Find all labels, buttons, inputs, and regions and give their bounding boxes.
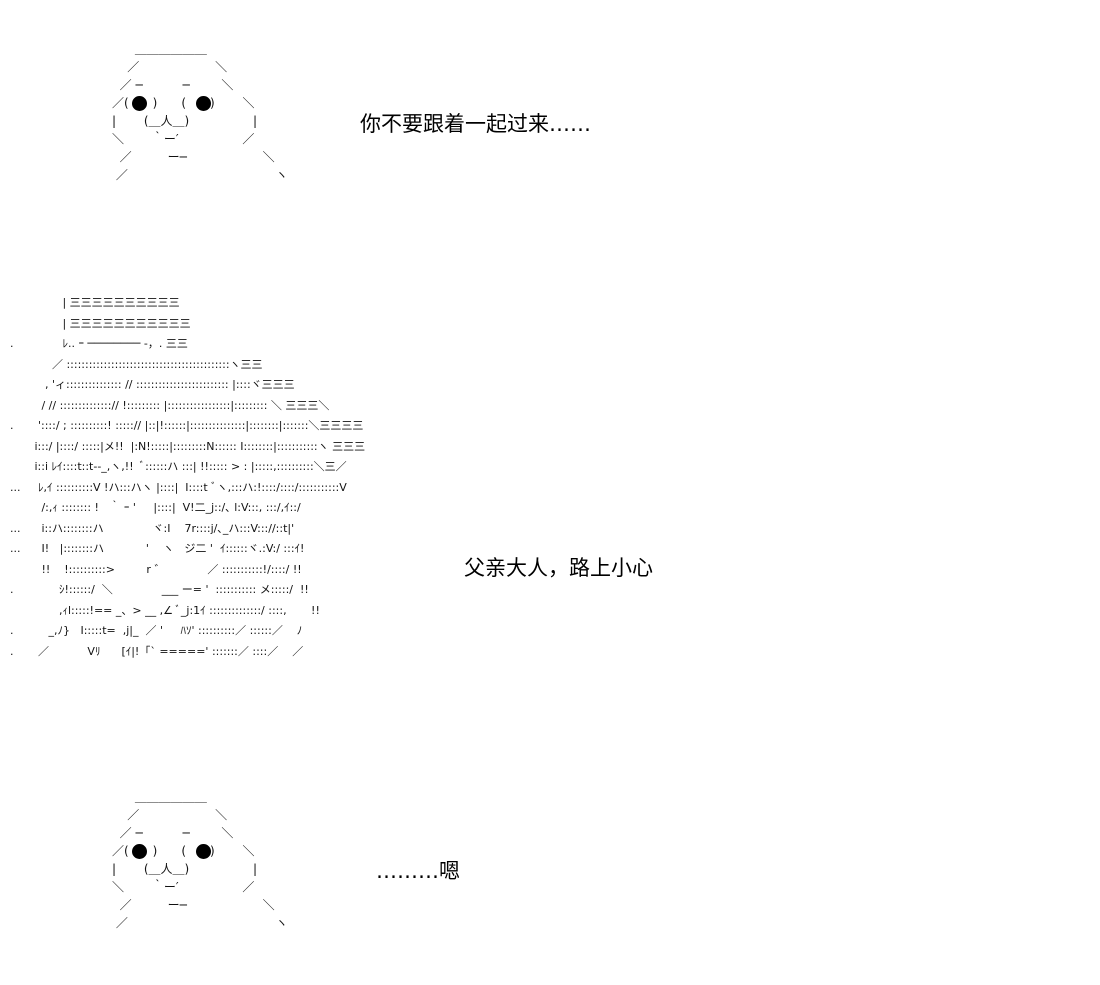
left-eye-icon (132, 844, 147, 859)
panel-3: ＿＿＿＿＿＿ ／ ＼ ／ ─ ─ ＼ ／( ) ( ) ＼ | (＿人＿) | … (0, 788, 1100, 958)
ascii-art-blob-face: ＿＿＿＿＿＿ ／ ＼ ／ ─ ─ ＼ ／( ) ( ) ＼ | (＿人＿) | … (112, 42, 288, 182)
left-eye-icon (132, 96, 147, 111)
ascii-art-hooded-figure: | 三三三三三三三三三三 | 三三三三三三三三三三三 . ﾚ.. ｰ ─────… (10, 296, 366, 658)
dialogue-line: 父亲大人，路上小心 (464, 556, 653, 580)
dialogue-line: ………嗯 (376, 859, 460, 883)
panel-2: | 三三三三三三三三三三 | 三三三三三三三三三三三 . ﾚ.. ｰ ─────… (0, 293, 1100, 673)
right-eye-icon (196, 96, 211, 111)
dialogue-line: 你不要跟着一起过来…… (360, 112, 591, 136)
ascii-art-blob-face: ＿＿＿＿＿＿ ／ ＼ ／ ─ ─ ＼ ／( ) ( ) ＼ | (＿人＿) | … (112, 790, 288, 930)
right-eye-icon (196, 844, 211, 859)
panel-1: ＿＿＿＿＿＿ ／ ＼ ／ ─ ─ ＼ ／( ) ( ) ＼ | (＿人＿) | … (0, 40, 1100, 210)
